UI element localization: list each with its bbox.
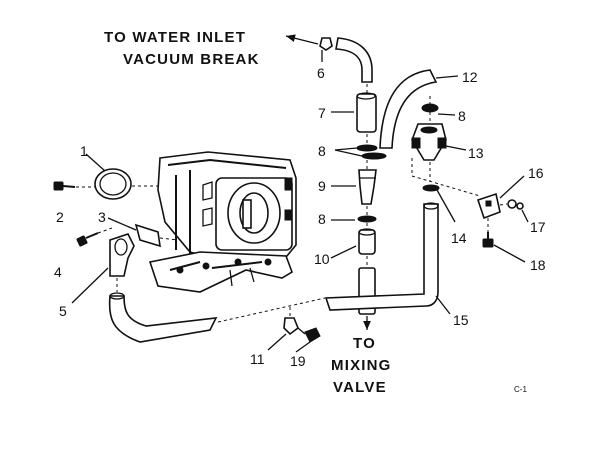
callout-labels: 1 2 3 4 5 6 7 8 8 8 9 10 11 12 13 14 15 … — [54, 65, 546, 369]
part-8-right-washer — [421, 96, 456, 122]
part-1-gasket — [85, 153, 160, 200]
top-hose — [335, 37, 373, 94]
header-line1: TO WATER INLET — [104, 29, 246, 46]
part-7-tube — [331, 92, 377, 146]
callout-1: 1 — [80, 143, 88, 159]
callout-13: 13 — [468, 145, 484, 161]
callout-6: 6 — [317, 65, 325, 81]
part-5-elbow — [71, 233, 135, 304]
callout-8c: 8 — [318, 211, 326, 227]
callout-19: 19 — [290, 353, 306, 369]
callout-14: 14 — [451, 230, 467, 246]
part-10-tube — [330, 228, 376, 268]
part-18-screw — [482, 232, 526, 263]
part-8-washers — [334, 144, 387, 170]
part-17-nut — [499, 199, 529, 223]
header-arrow — [285, 34, 319, 45]
part-4-screw — [76, 227, 113, 247]
callout-16: 16 — [528, 165, 544, 181]
callout-3: 3 — [98, 209, 106, 225]
callout-5: 5 — [59, 303, 67, 319]
part-11-clip — [267, 304, 299, 351]
callout-8a: 8 — [318, 143, 326, 159]
part-8-lower-washer — [331, 215, 377, 230]
callout-4: 4 — [54, 264, 62, 280]
part-13-coupling — [411, 123, 481, 197]
footer-to: TO — [353, 335, 376, 352]
callout-8b: 8 — [458, 108, 466, 124]
callout-12: 12 — [462, 69, 478, 85]
footer-valve: VALVE — [333, 379, 387, 396]
part-3-seal — [107, 217, 179, 248]
callout-2: 2 — [56, 209, 64, 225]
callout-15: 15 — [453, 312, 469, 328]
callout-18: 18 — [530, 257, 546, 273]
callout-17: 17 — [530, 219, 546, 235]
part-6-clamp — [319, 37, 333, 62]
callout-10: 10 — [314, 251, 330, 267]
part-16-bracket — [476, 175, 525, 232]
footer-mixing: MIXING — [331, 357, 392, 374]
header-line2: VACUUM BREAK — [123, 51, 260, 68]
callout-7: 7 — [318, 105, 326, 121]
tub-housing — [148, 151, 297, 293]
part-2-screw — [53, 181, 96, 191]
corner-code: C-1 — [514, 385, 527, 394]
part-9-valve — [331, 169, 377, 216]
part-15-hose — [324, 202, 451, 315]
callout-11: 11 — [250, 351, 265, 367]
part-19-clip — [295, 327, 321, 353]
part-12-hose — [379, 69, 459, 149]
part-14-washer — [422, 184, 456, 223]
callout-9: 9 — [318, 178, 326, 194]
lower-left-hose — [108, 292, 326, 343]
